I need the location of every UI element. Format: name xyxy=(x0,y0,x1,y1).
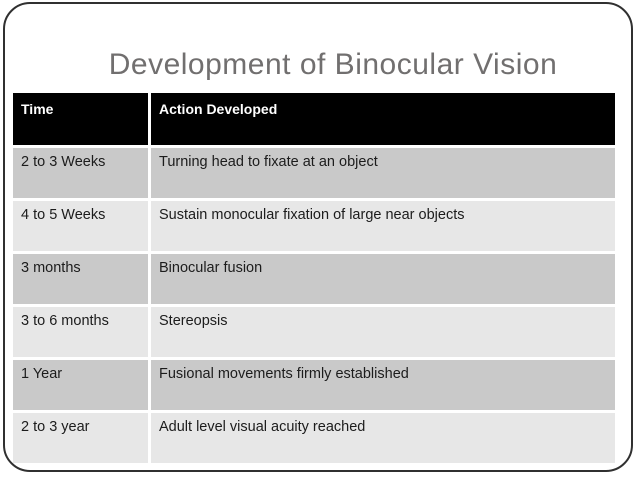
header-cell-action-developed: Action Developed xyxy=(151,93,615,145)
table-row: 2 to 3 Weeks Turning head to fixate at a… xyxy=(13,148,615,198)
action-cell: Sustain monocular fixation of large near… xyxy=(151,201,615,251)
table-row: 2 to 3 year Adult level visual acuity re… xyxy=(13,413,615,463)
action-cell: Adult level visual acuity reached xyxy=(151,413,615,463)
development-table: Time Action Developed 2 to 3 Weeks Turni… xyxy=(13,93,615,463)
table-row: 3 months Binocular fusion xyxy=(13,254,615,304)
time-cell: 2 to 3 year xyxy=(13,413,148,463)
table-header-row: Time Action Developed xyxy=(13,93,615,145)
slide-border-frame xyxy=(3,2,633,472)
time-cell: 2 to 3 Weeks xyxy=(13,148,148,198)
table-row: 3 to 6 months Stereopsis xyxy=(13,307,615,357)
action-cell: Turning head to fixate at an object xyxy=(151,148,615,198)
table-row: 1 Year Fusional movements firmly establi… xyxy=(13,360,615,410)
time-cell: 4 to 5 Weeks xyxy=(13,201,148,251)
action-cell: Binocular fusion xyxy=(151,254,615,304)
slide-title: Development of Binocular Vision xyxy=(108,48,558,81)
table-row: 4 to 5 Weeks Sustain monocular fixation … xyxy=(13,201,615,251)
action-cell: Stereopsis xyxy=(151,307,615,357)
time-cell: 3 months xyxy=(13,254,148,304)
header-cell-time: Time xyxy=(13,93,148,145)
action-cell: Fusional movements firmly established xyxy=(151,360,615,410)
time-cell: 3 to 6 months xyxy=(13,307,148,357)
time-cell: 1 Year xyxy=(13,360,148,410)
